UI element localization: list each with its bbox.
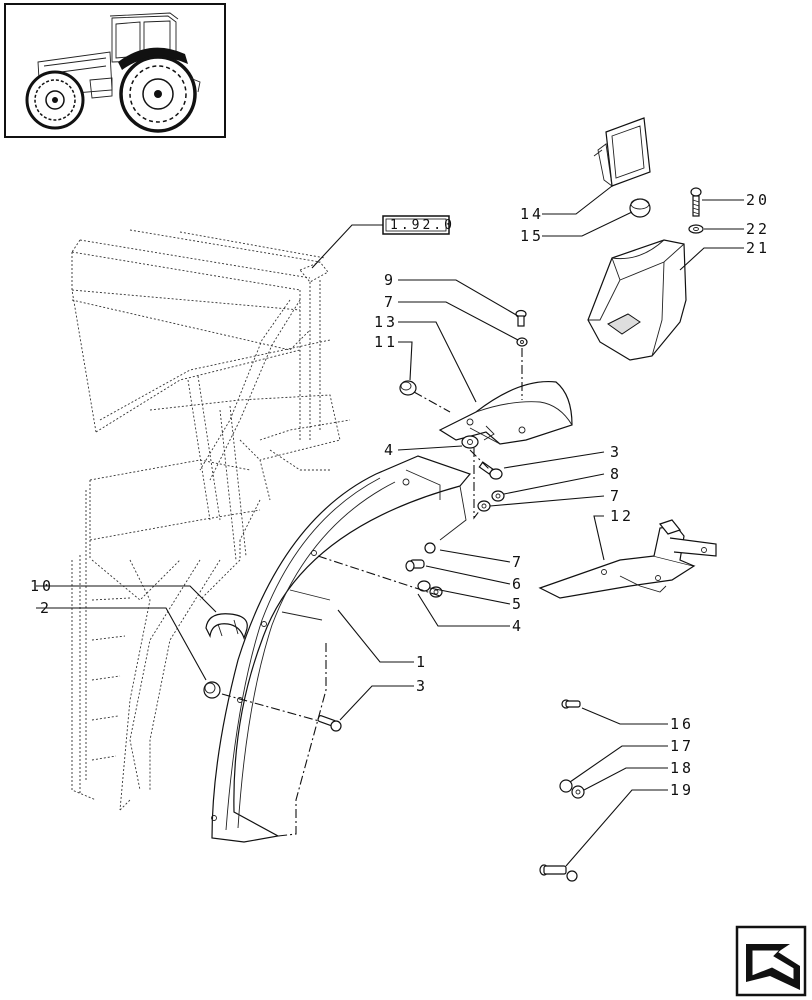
bolt-part-20 xyxy=(690,187,702,217)
clamp-part-10 xyxy=(205,613,248,640)
reference-box[interactable]: 1.92.0 xyxy=(311,215,455,269)
washer-part-5 xyxy=(417,580,431,592)
callout-12: 12 xyxy=(610,507,634,525)
callout-15: 15 xyxy=(520,227,544,245)
callout-3-top: 3 xyxy=(610,443,622,461)
washer-part-7-top xyxy=(516,337,528,347)
callout-2: 2 xyxy=(40,599,52,617)
callout-7-right: 7 xyxy=(610,487,622,505)
callout-4-top: 4 xyxy=(384,441,396,459)
callout-14: 14 xyxy=(520,205,544,223)
callout-3-lower: 3 xyxy=(416,677,428,695)
callout-9: 9 xyxy=(384,271,396,289)
callout-16: 16 xyxy=(670,715,694,733)
nut-part-4-top xyxy=(461,435,479,449)
bolt-part-7-mid xyxy=(424,542,436,554)
cap-part-15 xyxy=(629,198,651,218)
mudguard-part-1 xyxy=(211,455,472,843)
callout-1: 1 xyxy=(416,653,428,671)
callout-7-mid: 7 xyxy=(512,553,524,571)
leader-lines xyxy=(36,185,744,867)
nut-part-18 xyxy=(571,785,585,799)
bolt-part-3-lower xyxy=(317,715,342,732)
tractor-icon xyxy=(25,12,201,133)
callout-21: 21 xyxy=(746,239,770,257)
washer-part-8 xyxy=(491,490,505,502)
callout-13: 13 xyxy=(374,313,398,331)
callout-5: 5 xyxy=(512,595,524,613)
bolt-part-9 xyxy=(515,309,527,327)
mount-part-11 xyxy=(399,380,417,396)
cab-frame-background xyxy=(71,229,351,811)
tractor-thumbnail xyxy=(4,3,226,138)
callout-8: 8 xyxy=(610,465,622,483)
callout-17: 17 xyxy=(670,737,694,755)
callout-labels: 14 15 20 22 21 9 7 13 11 4 3 8 7 12 7 6 … xyxy=(30,191,770,799)
next-page-button[interactable] xyxy=(735,925,807,997)
reference-label: 1.92.0 xyxy=(390,218,455,233)
shield-part-21 xyxy=(587,239,687,361)
callout-11: 11 xyxy=(374,333,398,351)
next-page-arrow-icon xyxy=(746,944,800,990)
bracket-part-12 xyxy=(538,519,717,599)
lamp-part-14 xyxy=(593,117,651,188)
callout-18: 18 xyxy=(670,759,694,777)
callout-19: 19 xyxy=(670,781,694,799)
bolt-part-3-top xyxy=(478,461,503,480)
callout-10: 10 xyxy=(30,577,54,595)
bolt-part-6 xyxy=(405,559,425,572)
bracket-part-13 xyxy=(438,380,573,445)
callout-20: 20 xyxy=(746,191,770,209)
callout-4-mid: 4 xyxy=(512,617,524,635)
callout-6: 6 xyxy=(512,575,524,593)
washer-part-22 xyxy=(688,224,704,234)
callout-7-top: 7 xyxy=(384,293,396,311)
callout-22: 22 xyxy=(746,220,770,238)
stud-part-19 xyxy=(539,864,578,882)
washer-part-7-mid xyxy=(477,500,491,512)
grommet-part-2 xyxy=(203,681,221,699)
screw-part-16 xyxy=(561,699,581,709)
washer-part-17 xyxy=(559,779,573,793)
